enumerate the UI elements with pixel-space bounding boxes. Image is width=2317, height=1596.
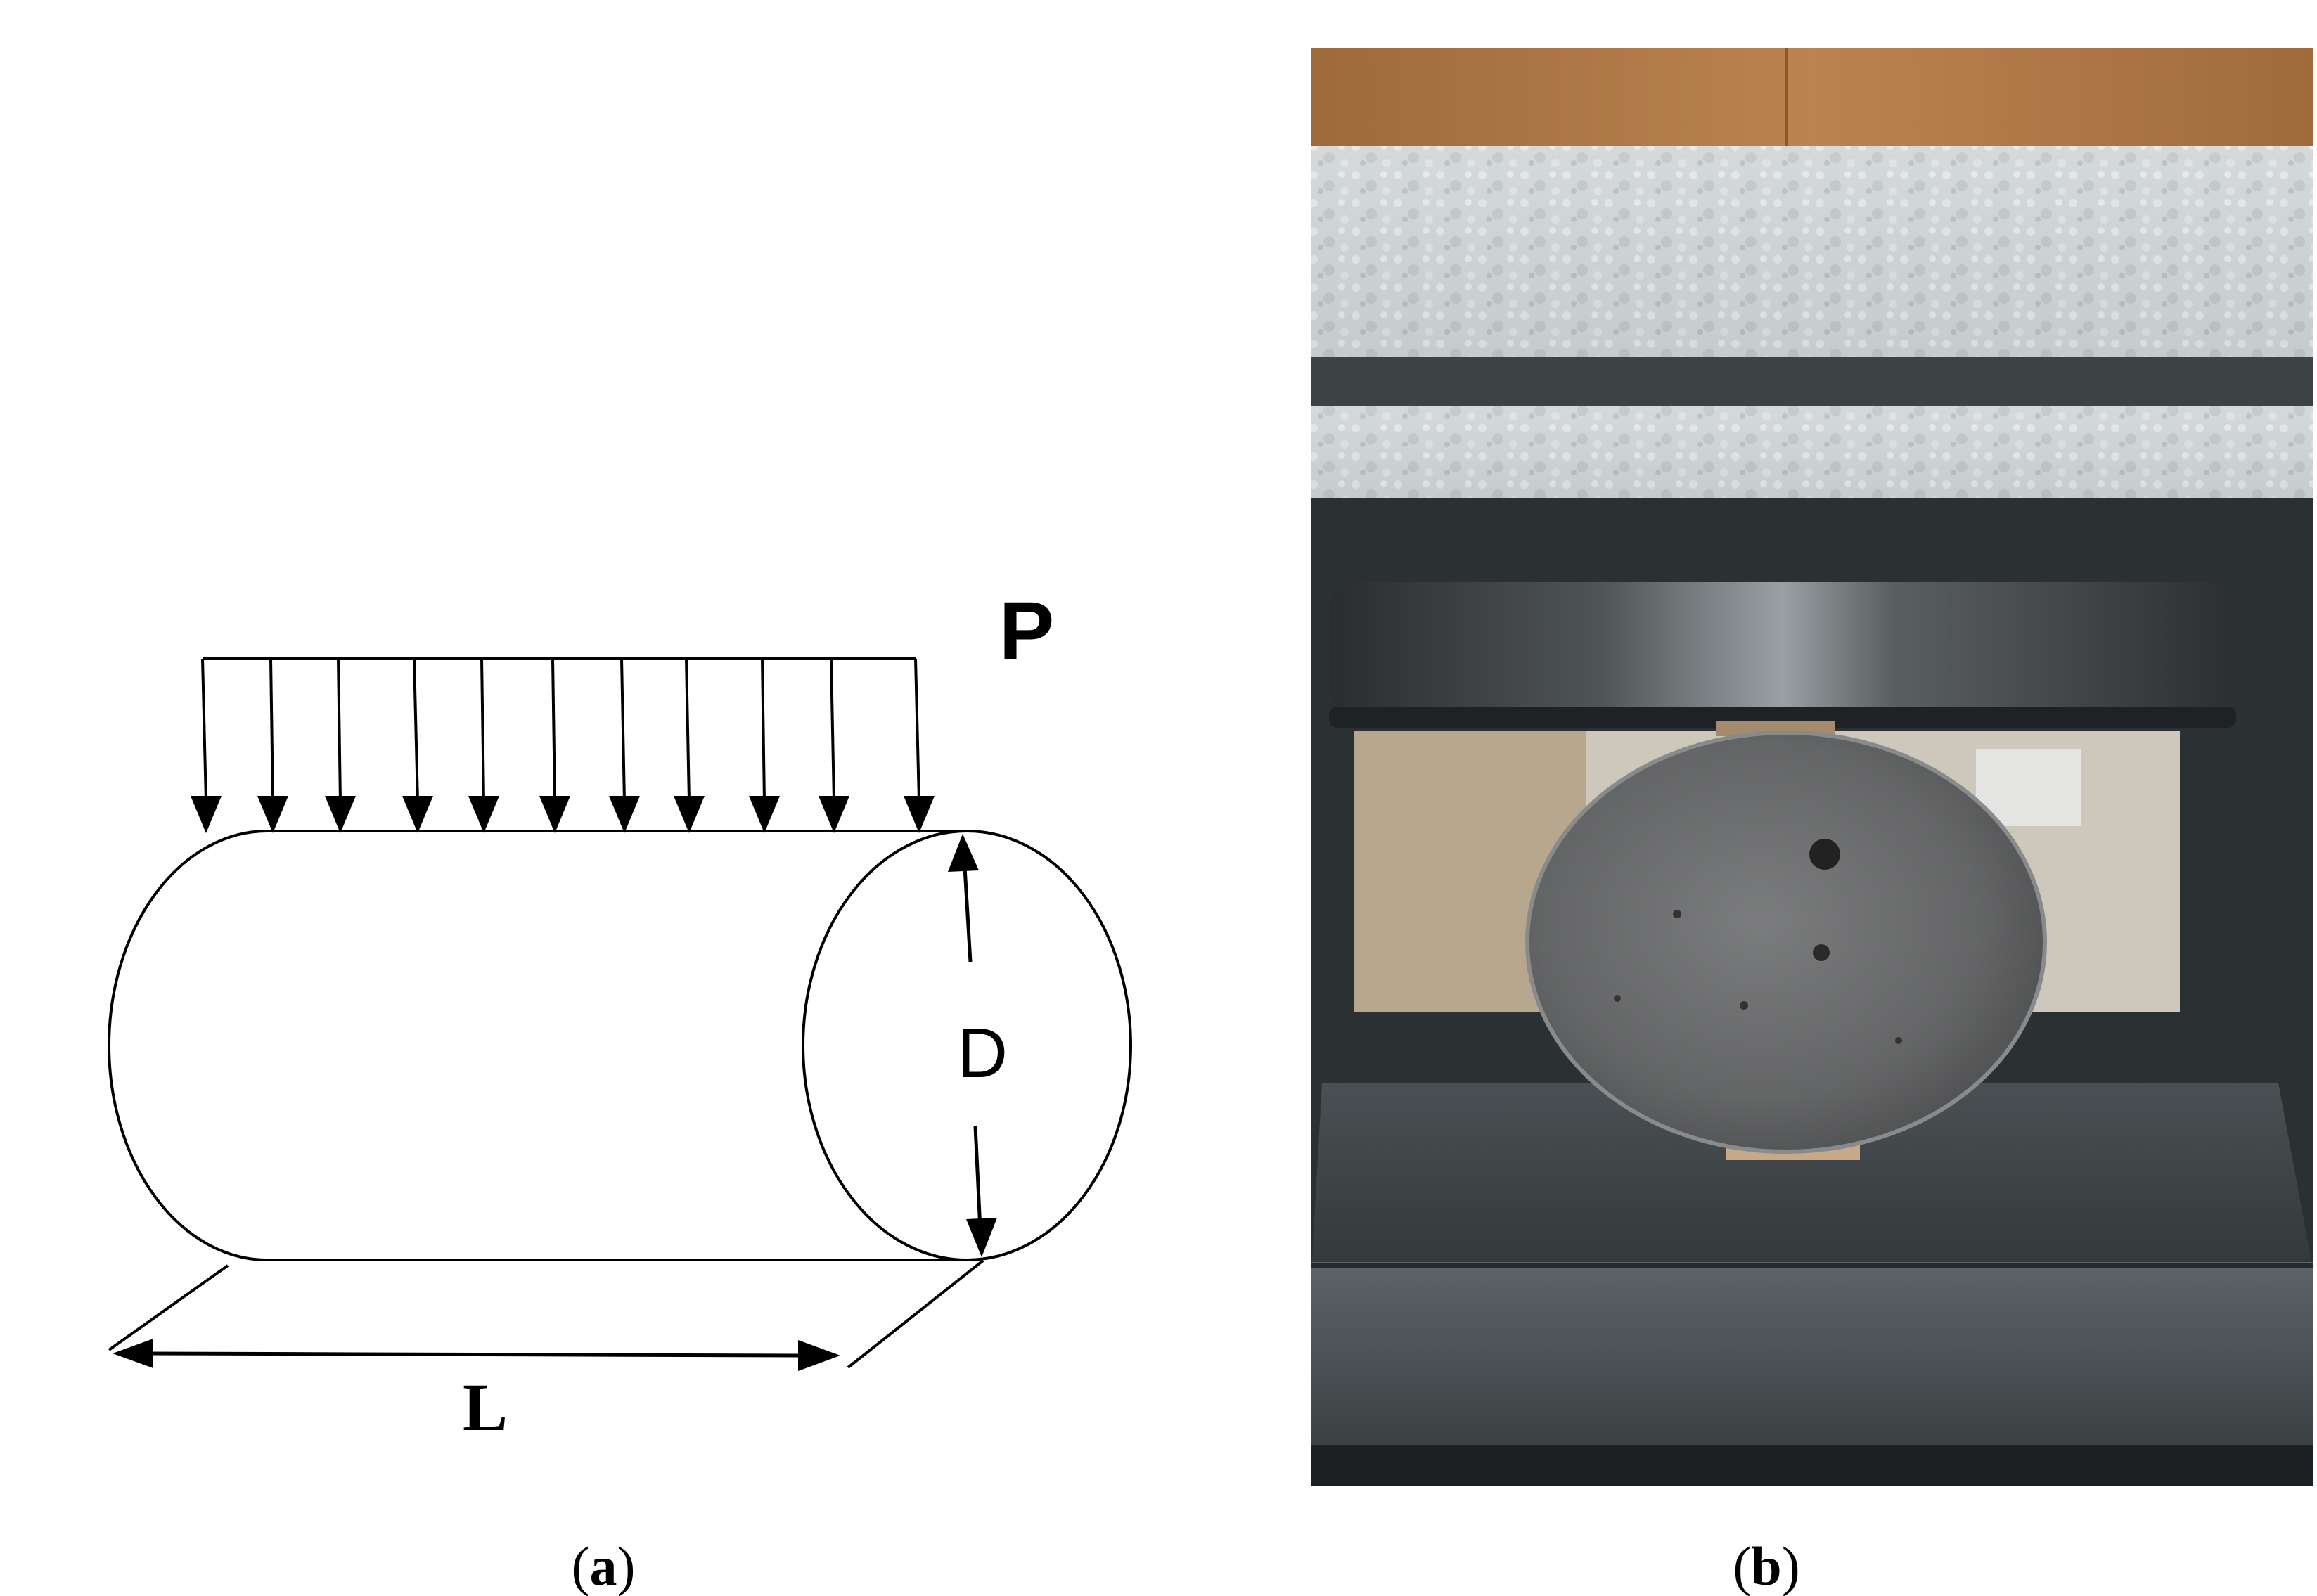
load-arrowhead [402,796,433,833]
load-arrowhead [674,796,705,833]
length-arrowhead-left [113,1339,153,1368]
load-arrowhead [468,796,499,833]
load-arrow-shaft [620,658,626,802]
diameter-dimension [948,834,997,1257]
loading-plate [1329,582,2236,716]
load-arrow-shaft [761,658,766,802]
load-arrowhead [749,796,780,833]
load-arrowhead [819,796,849,833]
wood-strip [1311,48,2313,146]
load-arrowhead [325,796,356,833]
diameter-arrowhead-bottom [966,1218,997,1257]
load-arrow-shaft [551,658,556,802]
caption-b: (b) [1733,1536,1799,1596]
load-arrowhead [904,796,935,833]
load-arrow-shaft [201,658,207,802]
load-arrow-shaft [685,658,691,802]
load-arrow-shaft [269,658,274,802]
load-arrow-shaft [337,658,342,802]
panel-b-photo [1311,48,2313,1486]
lower-base [1311,1083,2313,1273]
load-arrows [191,658,935,833]
load-arrowhead [191,796,222,833]
load-arrowhead [257,796,288,833]
cylinder-end-face [802,830,1132,1261]
load-arrow-shaft [914,658,920,802]
length-dimension [108,1259,984,1371]
diameter-arrowhead-top [948,834,979,872]
load-arrow-shaft [413,658,419,802]
load-arrow-shaft [830,658,835,802]
diameter-label: D [957,1014,1008,1093]
load-arrow-shaft [480,658,485,802]
load-label: P [999,585,1055,678]
length-arrowhead-right [798,1340,840,1371]
cylinder-outline [108,830,967,1261]
length-label: L [463,1370,508,1445]
specimen [1526,731,2046,1153]
load-arrowhead [609,796,640,833]
caption-a: (a) [572,1536,636,1596]
load-arrowhead [539,796,570,833]
panel-a-schematic: D P L [108,585,1132,1445]
